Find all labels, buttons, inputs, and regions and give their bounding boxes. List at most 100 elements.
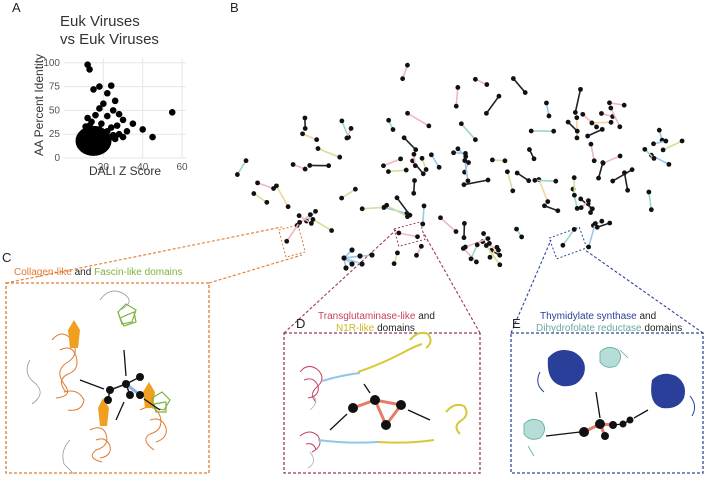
network-node <box>264 199 270 205</box>
network-edge <box>341 120 350 138</box>
scatter-point <box>115 110 123 118</box>
network-node <box>580 111 586 117</box>
network-node <box>592 221 598 226</box>
network-node <box>571 192 577 198</box>
scatter-point <box>100 100 107 108</box>
network-node <box>453 229 459 234</box>
network-node <box>551 128 557 134</box>
network-edge <box>590 144 595 161</box>
network-node <box>359 261 365 267</box>
network-node <box>455 85 461 90</box>
network-node <box>474 259 479 265</box>
network-node <box>423 167 429 172</box>
network-node <box>339 118 345 124</box>
panel-d-end: domains <box>377 323 415 334</box>
panel-label-a: A <box>12 0 21 15</box>
network-edge <box>439 217 457 233</box>
network-edge <box>574 89 582 113</box>
network-node <box>426 123 432 129</box>
network-edge <box>485 245 501 266</box>
network-edge <box>286 221 301 242</box>
network-node <box>485 236 491 242</box>
network-node <box>527 147 532 152</box>
scatter-point <box>84 128 91 135</box>
network-node <box>555 208 561 214</box>
network-node <box>297 219 303 225</box>
network-edge <box>386 204 408 218</box>
network-node <box>461 235 467 241</box>
panel-e-and: and <box>639 311 657 322</box>
network-node <box>369 252 375 258</box>
network-node <box>381 204 387 210</box>
network-node <box>412 178 417 183</box>
network-edge <box>455 87 459 107</box>
network-node <box>600 160 606 166</box>
network-node <box>496 93 502 99</box>
network-node <box>428 152 434 158</box>
network-node <box>651 155 657 161</box>
network-edge <box>430 154 440 168</box>
network-node <box>651 141 656 147</box>
network-node <box>339 195 345 201</box>
network-node <box>419 155 425 161</box>
network-node <box>466 160 471 165</box>
network-node <box>302 166 308 172</box>
network-node <box>390 127 396 132</box>
network-node <box>542 203 547 209</box>
network-node <box>528 128 534 134</box>
network-edge <box>610 107 621 128</box>
network-edge <box>662 140 683 151</box>
panel-label-d: D <box>296 316 306 331</box>
network-node <box>284 238 290 244</box>
network-node <box>460 245 466 251</box>
x-tick-label: 40 <box>137 162 149 173</box>
network-node <box>494 244 500 250</box>
network-node <box>420 171 426 177</box>
network-node <box>497 252 503 258</box>
y-tick-label: 100 <box>43 58 60 69</box>
network-node <box>648 207 654 213</box>
scatter-point <box>111 97 119 105</box>
network-node <box>610 178 616 184</box>
panel-d-zoom-line-left <box>283 229 397 334</box>
network-edge <box>236 160 247 175</box>
panel-e-title: Thymidylate synthase and Dihydrofolate r… <box>536 311 682 335</box>
y-tick-label: 0 <box>54 153 60 164</box>
network-node <box>395 250 400 256</box>
network-edge <box>388 169 407 173</box>
network-node <box>642 146 648 152</box>
network-node <box>451 150 456 156</box>
network-node <box>656 127 662 133</box>
scatter-point <box>96 105 103 112</box>
network-node <box>461 182 467 188</box>
network-node <box>420 221 426 227</box>
panel-e-domain-a: Thymidylate synthase <box>540 311 637 322</box>
panel-d-box <box>283 332 481 474</box>
network-node <box>596 175 601 181</box>
network-node <box>313 208 318 214</box>
network-node <box>594 224 600 230</box>
network-node <box>608 105 614 111</box>
network-node <box>413 147 419 153</box>
scatter-point <box>139 126 147 133</box>
network-node <box>607 220 613 226</box>
network-node <box>348 126 354 131</box>
panel-label-c: C <box>2 250 12 265</box>
network-node <box>574 115 580 121</box>
network-edge <box>506 171 514 192</box>
network-edge <box>648 191 653 210</box>
scatter-point <box>107 82 115 89</box>
network-edge <box>312 218 333 232</box>
network-edge <box>460 123 476 141</box>
network-node <box>666 161 672 167</box>
panel-c-and: and <box>74 267 92 278</box>
network-node <box>411 190 417 196</box>
network-edge <box>383 158 401 167</box>
panel-d-and: and <box>418 311 435 322</box>
network-edge <box>317 147 341 158</box>
network-node <box>414 252 419 258</box>
network-edge <box>257 182 274 190</box>
network-node <box>310 217 316 222</box>
network-node <box>412 163 418 169</box>
